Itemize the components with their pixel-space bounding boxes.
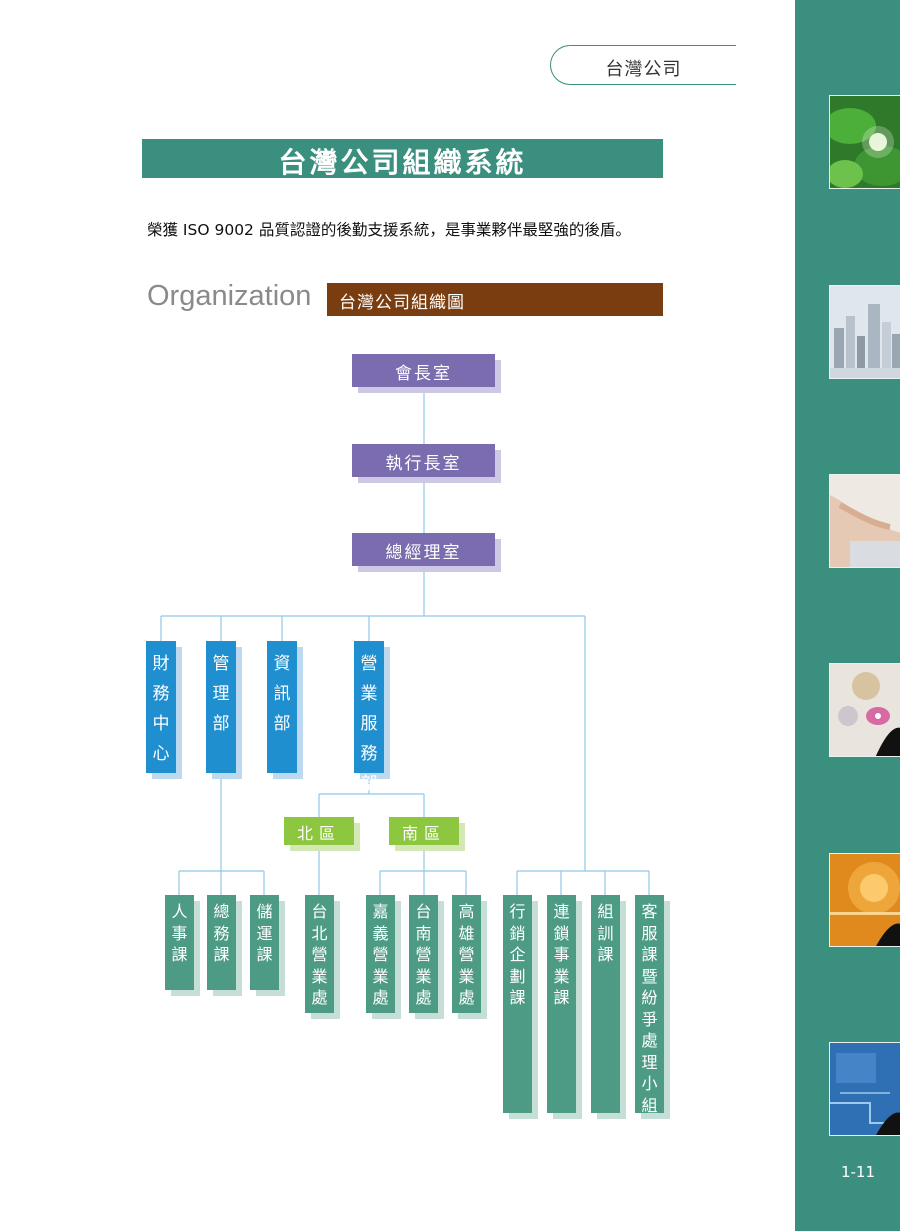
typing-hands-image [829,474,900,568]
marketing-planning-section-box: 行銷企劃課 [503,895,532,1113]
chart-title: 台灣公司組織圖 [339,293,465,313]
training-section-box: 組訓課 [591,895,620,1113]
training-section-label: 組訓課 [597,902,614,964]
city-skyline-image [829,285,900,379]
sidebar [795,0,900,1231]
logistics-section-label: 儲運課 [256,902,273,964]
taipei-office-box: 台北營業處 [305,895,334,1013]
gm-office-box: 總經理室 [352,533,495,566]
sales-service-dept-label: 營業服務部 [360,654,378,794]
chain-business-section-box: 連鎖事業課 [547,895,576,1113]
company-tab-label: 台灣公司 [605,59,682,80]
chairman-office-box: 會長室 [352,354,495,387]
marketing-planning-section-label: 行銷企劃課 [509,902,526,1007]
management-dept-label: 管理部 [212,654,230,734]
kaohsiung-office-box: 高雄營業處 [452,895,481,1013]
kaohsiung-office-label: 高雄營業處 [458,902,475,1007]
chart-title-bar: 台灣公司組織圖 [327,283,663,316]
spa-orchid-image [829,663,900,757]
hr-section-label: 人事課 [171,902,188,964]
finance-center-label: 財務中心 [152,654,170,764]
company-tab: 台灣公司 [550,45,736,85]
blue-circuit-image [829,1042,900,1136]
page-title-bar: 台灣公司組織系統 [142,139,663,179]
ceo-office-box: 執行長室 [352,444,495,477]
logistics-section-box: 儲運課 [250,895,279,990]
chairman-office-label: 會長室 [395,364,452,384]
green-leaf-image [829,95,900,189]
ceo-office-label: 執行長室 [385,454,462,474]
north-region-box: 北區 [284,817,354,845]
page-number: 1-11 [840,1163,876,1181]
finance-center-box: 財務中心 [146,641,176,773]
chiayi-office-box: 嘉義營業處 [366,895,395,1013]
taipei-office-label: 台北營業處 [311,902,328,1007]
orange-tech-image [829,853,900,947]
chain-business-section-label: 連鎖事業課 [553,902,570,1007]
tainan-office-box: 台南營業處 [409,895,438,1013]
organization-heading: Organization [147,280,312,312]
hr-section-box: 人事課 [165,895,194,990]
general-affairs-section-label: 總務課 [213,902,230,964]
customer-service-section-label: 客服課暨紛爭處理小組 [641,902,658,1115]
north-region-label: 北區 [296,824,341,843]
chiayi-office-label: 嘉義營業處 [372,902,389,1007]
south-region-box: 南區 [389,817,459,845]
tainan-office-label: 台南營業處 [415,902,432,1007]
customer-service-section-box: 客服課暨紛爭處理小組 [635,895,664,1115]
tagline: 榮獲 ISO 9002 品質認證的後勤支援系統，是事業夥伴最堅強的後盾。 [147,221,631,239]
it-dept-label: 資訊部 [273,654,291,734]
page-title: 台灣公司組織系統 [278,146,527,179]
south-region-label: 南區 [401,824,446,843]
sales-service-dept-box: 營業服務部 [354,641,384,794]
gm-office-label: 總經理室 [385,543,462,563]
general-affairs-section-box: 總務課 [207,895,236,990]
it-dept-box: 資訊部 [267,641,297,773]
management-dept-box: 管理部 [206,641,236,773]
